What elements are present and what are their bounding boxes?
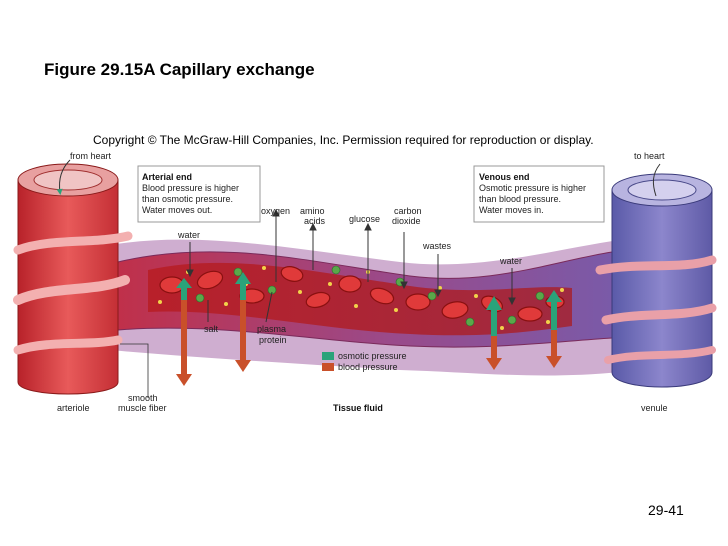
label-smooth: smooth: [128, 393, 158, 403]
blood-pressure-arrows: [176, 300, 562, 386]
label-glucose: glucose: [349, 214, 380, 224]
capillary-lumen: [148, 262, 572, 336]
label-wastes: wastes: [422, 241, 452, 251]
label-venule: venule: [641, 403, 668, 413]
label-arteriole: arteriole: [57, 403, 90, 413]
venous-line1: Osmotic pressure is higher: [479, 183, 586, 193]
label-protein: protein: [259, 335, 287, 345]
venous-heading: Venous end: [479, 172, 530, 182]
legend-osmotic-swatch: [322, 352, 334, 360]
venous-line3: Water moves in.: [479, 205, 544, 215]
arterial-line3: Water moves out.: [142, 205, 212, 215]
arterial-line1: Blood pressure is higher: [142, 183, 239, 193]
legend-osmotic-label: osmotic pressure: [338, 351, 407, 361]
osmotic-pressure-arrows: [176, 272, 562, 336]
arteriole: [13, 163, 133, 395]
arterial-line2: than osmotic pressure.: [142, 194, 233, 204]
copyright-notice: Copyright © The McGraw-Hill Companies, I…: [93, 133, 594, 147]
label-tissue-fluid: Tissue fluid: [333, 403, 383, 413]
label-to-heart: to heart: [634, 151, 665, 161]
plasma-proteins: [195, 265, 545, 327]
label-muscle-fiber: muscle fiber: [118, 403, 167, 413]
figure-title: Figure 29.15A Capillary exchange: [44, 60, 315, 79]
label-from-heart: from heart: [70, 151, 112, 161]
legend-blood-label: blood pressure: [338, 362, 398, 372]
smooth-muscle-leader: [120, 343, 149, 398]
exchange-arrows: [186, 208, 516, 323]
arterial-heading: Arterial end: [142, 172, 192, 182]
label-salt: salt: [204, 324, 219, 334]
label-water-left: water: [177, 230, 200, 240]
label-plasma: plasma: [257, 324, 286, 334]
from-heart-arrow: [56, 159, 71, 195]
venous-end-box: [473, 165, 605, 223]
venule: [595, 173, 717, 388]
legend-blood-swatch: [322, 363, 334, 371]
red-blood-cells: [159, 266, 565, 322]
label-water-right: water: [499, 256, 522, 266]
label-dioxide: dioxide: [392, 216, 421, 226]
venous-line2: than blood pressure.: [479, 194, 561, 204]
label-amino: amino: [300, 206, 325, 216]
label-carbon: carbon: [394, 206, 422, 216]
to-heart-arrow: [652, 163, 661, 197]
label-oxygen: oxygen: [261, 206, 290, 216]
page-number: 29-41: [648, 502, 684, 518]
arterial-end-box: [137, 165, 261, 223]
label-acids: acids: [304, 216, 326, 226]
